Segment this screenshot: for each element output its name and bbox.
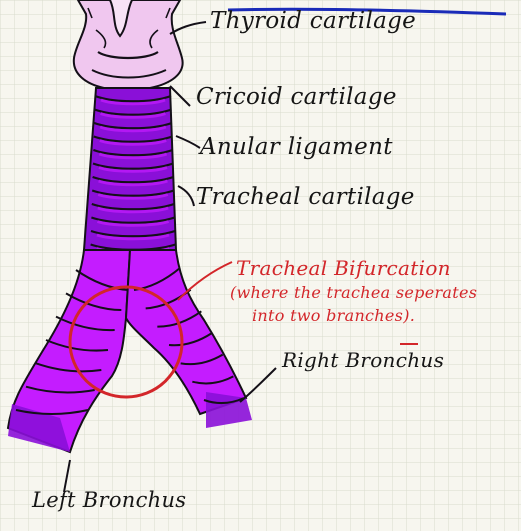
label-tracheal-bifurcation: Tracheal Bifurcation: [236, 256, 451, 280]
label-right-bronchus: Right Bronchus: [282, 348, 444, 372]
label-thyroid-cartilage: Thyroid cartilage: [210, 8, 416, 34]
thyroid-cartilage-shape: [74, 0, 183, 88]
label-bifurcation-note-line-2: into two branches).: [252, 306, 415, 325]
label-cricoid-cartilage: Cricoid cartilage: [196, 84, 397, 110]
label-left-bronchus: Left Bronchus: [32, 488, 186, 512]
label-tracheal-cartilage: Tracheal cartilage: [196, 184, 415, 210]
label-bifurcation-note-line-1: (where the trachea seperates: [230, 283, 477, 302]
label-anular-ligament: Anular ligament: [200, 134, 393, 160]
